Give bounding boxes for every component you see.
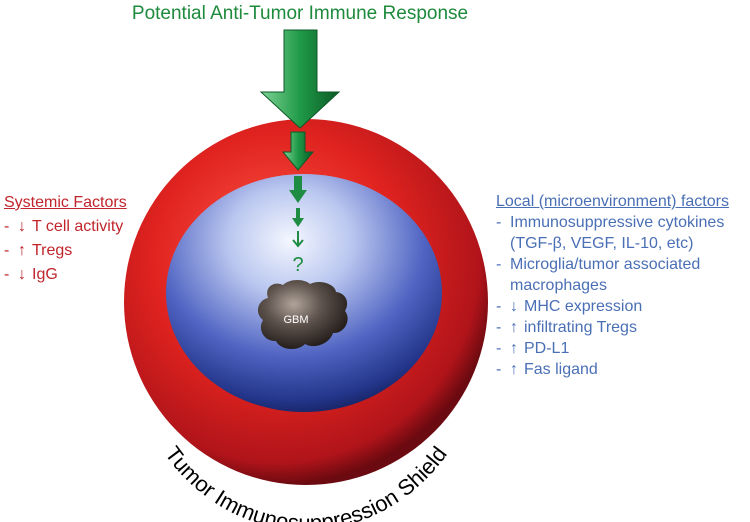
local-item-text: PD-L1 (524, 340, 570, 357)
arrow-4-icon (292, 208, 304, 227)
systemic-item: - ↓ T cell activity (4, 215, 127, 239)
local-item: - Microglia/tumor associated (496, 254, 729, 275)
arrow-2-icon (281, 131, 315, 171)
bullet-dash: - (496, 319, 502, 336)
local-item: - ↑ PD-L1 (496, 338, 729, 359)
diagram-title: Potential Anti-Tumor Immune Response (131, 3, 469, 24)
local-item: - Immunosuppressive cytokines (496, 212, 729, 233)
systemic-item: - ↑ Tregs (4, 239, 127, 263)
down-arrow-icon: ↓ (18, 218, 26, 235)
systemic-item: - ↓ IgG (4, 263, 127, 287)
systemic-item-text: Tregs (32, 242, 73, 259)
down-arrow-icon: ↓ (18, 266, 26, 283)
gbm-label: GBM (283, 314, 308, 326)
systemic-item-text: IgG (32, 266, 58, 283)
question-mark: ? (292, 254, 303, 276)
bullet-dash: - (496, 298, 502, 315)
bullet-dash: - (496, 256, 502, 273)
local-item: - ↑ Fas ligand (496, 359, 729, 380)
bullet-dash: - (496, 214, 502, 231)
up-arrow-icon: ↑ (510, 361, 518, 378)
arrow-3-icon (289, 176, 307, 203)
local-item-text: Fas ligand (524, 361, 598, 378)
big-arrow-icon (259, 29, 341, 129)
local-item-text: infiltrating Tregs (524, 319, 637, 336)
local-item-continuation: (TGF-β, VEGF, IL-10, etc) (510, 235, 694, 252)
arrow-5-icon (292, 231, 304, 248)
local-item-text: Immunosuppressive cytokines (510, 214, 725, 231)
bullet-dash: - (4, 266, 10, 283)
local-factors-panel: Local (microenvironment) factors - Immun… (496, 191, 729, 380)
local-factors-heading: Local (microenvironment) factors (496, 193, 729, 210)
systemic-factors-panel: Systemic Factors - ↓ T cell activity - ↑… (4, 191, 127, 287)
up-arrow-icon: ↑ (18, 242, 26, 259)
local-item-text: MHC expression (524, 298, 643, 315)
local-item: - ↑ infiltrating Tregs (496, 317, 729, 338)
bullet-dash: - (496, 340, 502, 357)
up-arrow-icon: ↑ (510, 340, 518, 357)
local-item-text: Microglia/tumor associated (510, 256, 701, 273)
local-item: - ↓ MHC expression (496, 296, 729, 317)
bullet-dash: - (4, 242, 10, 259)
local-item-continuation: macrophages (510, 277, 607, 294)
gbm-tumor-blob (257, 280, 348, 350)
bullet-dash: - (496, 361, 502, 378)
down-arrow-icon: ↓ (510, 298, 518, 315)
systemic-factors-heading: Systemic Factors (4, 194, 127, 211)
bullet-dash: - (4, 218, 10, 235)
up-arrow-icon: ↑ (510, 319, 518, 336)
systemic-item-text: T cell activity (32, 218, 124, 235)
